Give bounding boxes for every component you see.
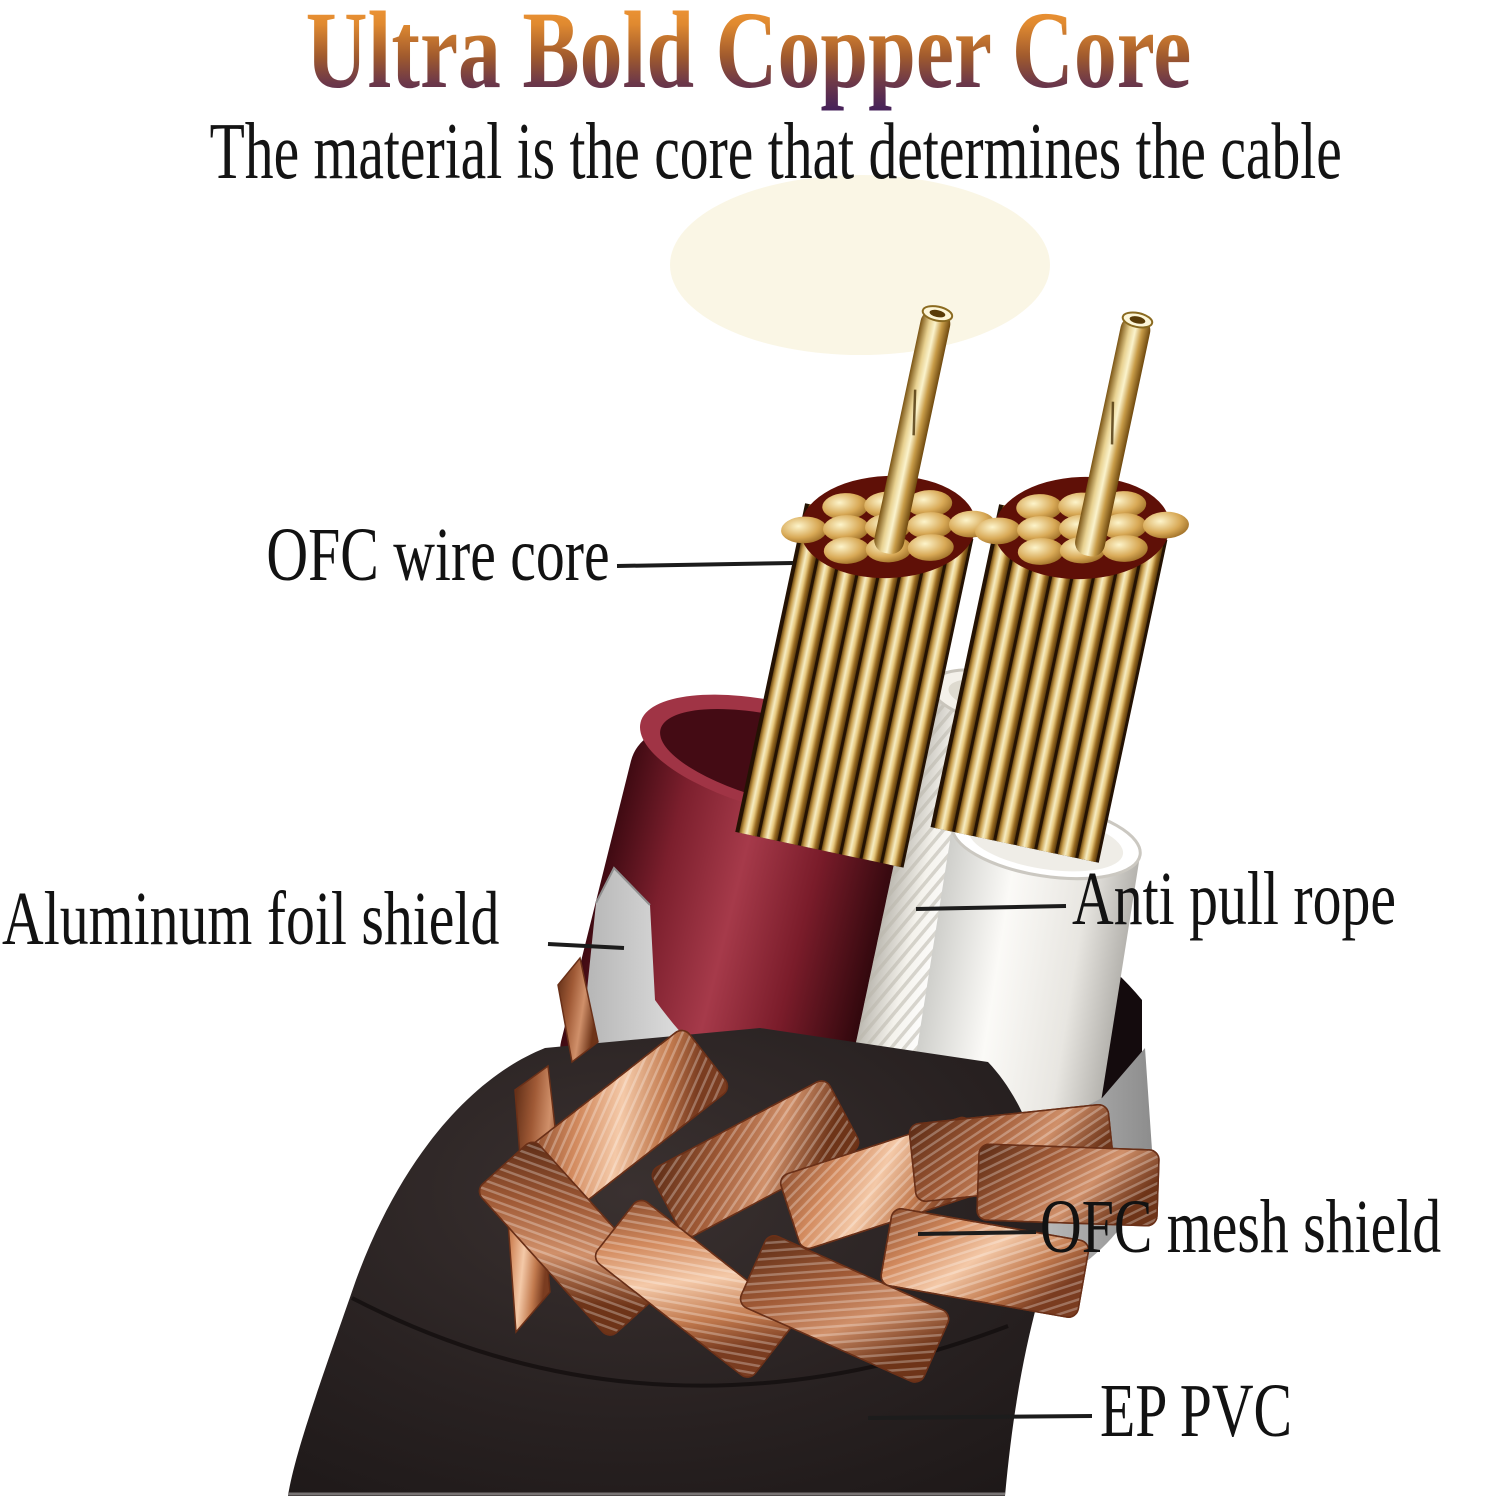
- leader-line-ofc-mesh-shield: [917, 1230, 1037, 1236]
- label-anti-pull-rope: Anti pull rope: [1072, 857, 1397, 941]
- leader-line-ep-pvc: [867, 1414, 1093, 1420]
- ofc-mesh-shield-braid: [478, 956, 1160, 1383]
- page-title: Ultra Bold Copper Core: [165, 0, 1333, 111]
- center-pin: [1075, 311, 1154, 557]
- leader-line-anti-pull-rope: [915, 904, 1067, 911]
- label-ofc-wire-core: OFC wire core: [266, 513, 610, 597]
- leader-line-aluminum-foil-shield: [547, 942, 625, 950]
- ofc-wire-bundle-right: [930, 311, 1189, 863]
- leader-line-ofc-wire-core: [616, 561, 794, 568]
- label-aluminum-foil-shield: Aluminum foil shield: [2, 877, 500, 961]
- label-ep-pvc: EP PVC: [1100, 1369, 1293, 1453]
- leader-lines: [547, 561, 1093, 1420]
- label-ofc-mesh-shield: OFC mesh shield: [1040, 1185, 1442, 1269]
- ofc-wire-bundle-left: [735, 305, 995, 868]
- center-pin: [874, 305, 954, 554]
- background-glow: [670, 175, 1050, 355]
- page-subtitle: The material is the core that determines…: [209, 108, 1342, 196]
